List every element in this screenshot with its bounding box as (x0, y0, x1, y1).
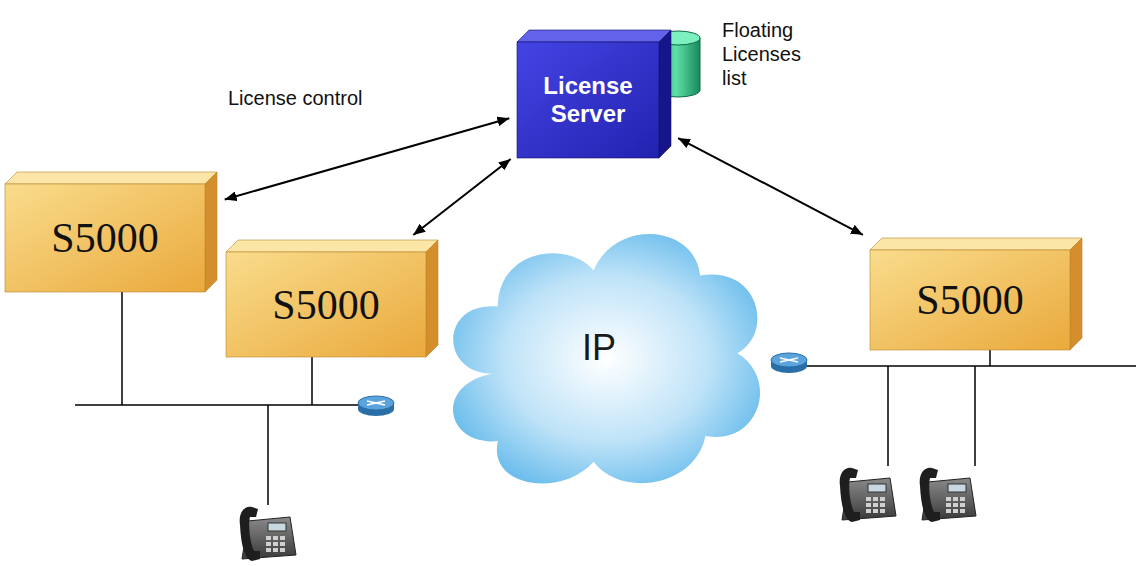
license-link (678, 138, 863, 235)
node-text: S5000 (916, 279, 1023, 321)
node-text: IP (582, 330, 616, 366)
router-symbol (358, 396, 394, 416)
database-label: Floating Licenses list (722, 18, 817, 90)
license-link (225, 118, 510, 199)
link-label: License control (228, 86, 363, 110)
node-text: S5000 (51, 217, 158, 259)
device-box: S5000 (226, 252, 426, 357)
server-box: License Server (517, 42, 659, 158)
node-text: S5000 (272, 284, 379, 326)
node-text: License Server (517, 72, 659, 127)
router-symbol (771, 353, 807, 373)
device-box: S5000 (870, 250, 1070, 350)
license-link (413, 159, 510, 235)
device-box: S5000 (5, 184, 205, 292)
ip-phones (240, 468, 976, 561)
desk-phone (240, 507, 296, 561)
desk-phone (920, 468, 976, 522)
network-cloud: IP (418, 198, 780, 498)
desk-phone (840, 468, 896, 522)
